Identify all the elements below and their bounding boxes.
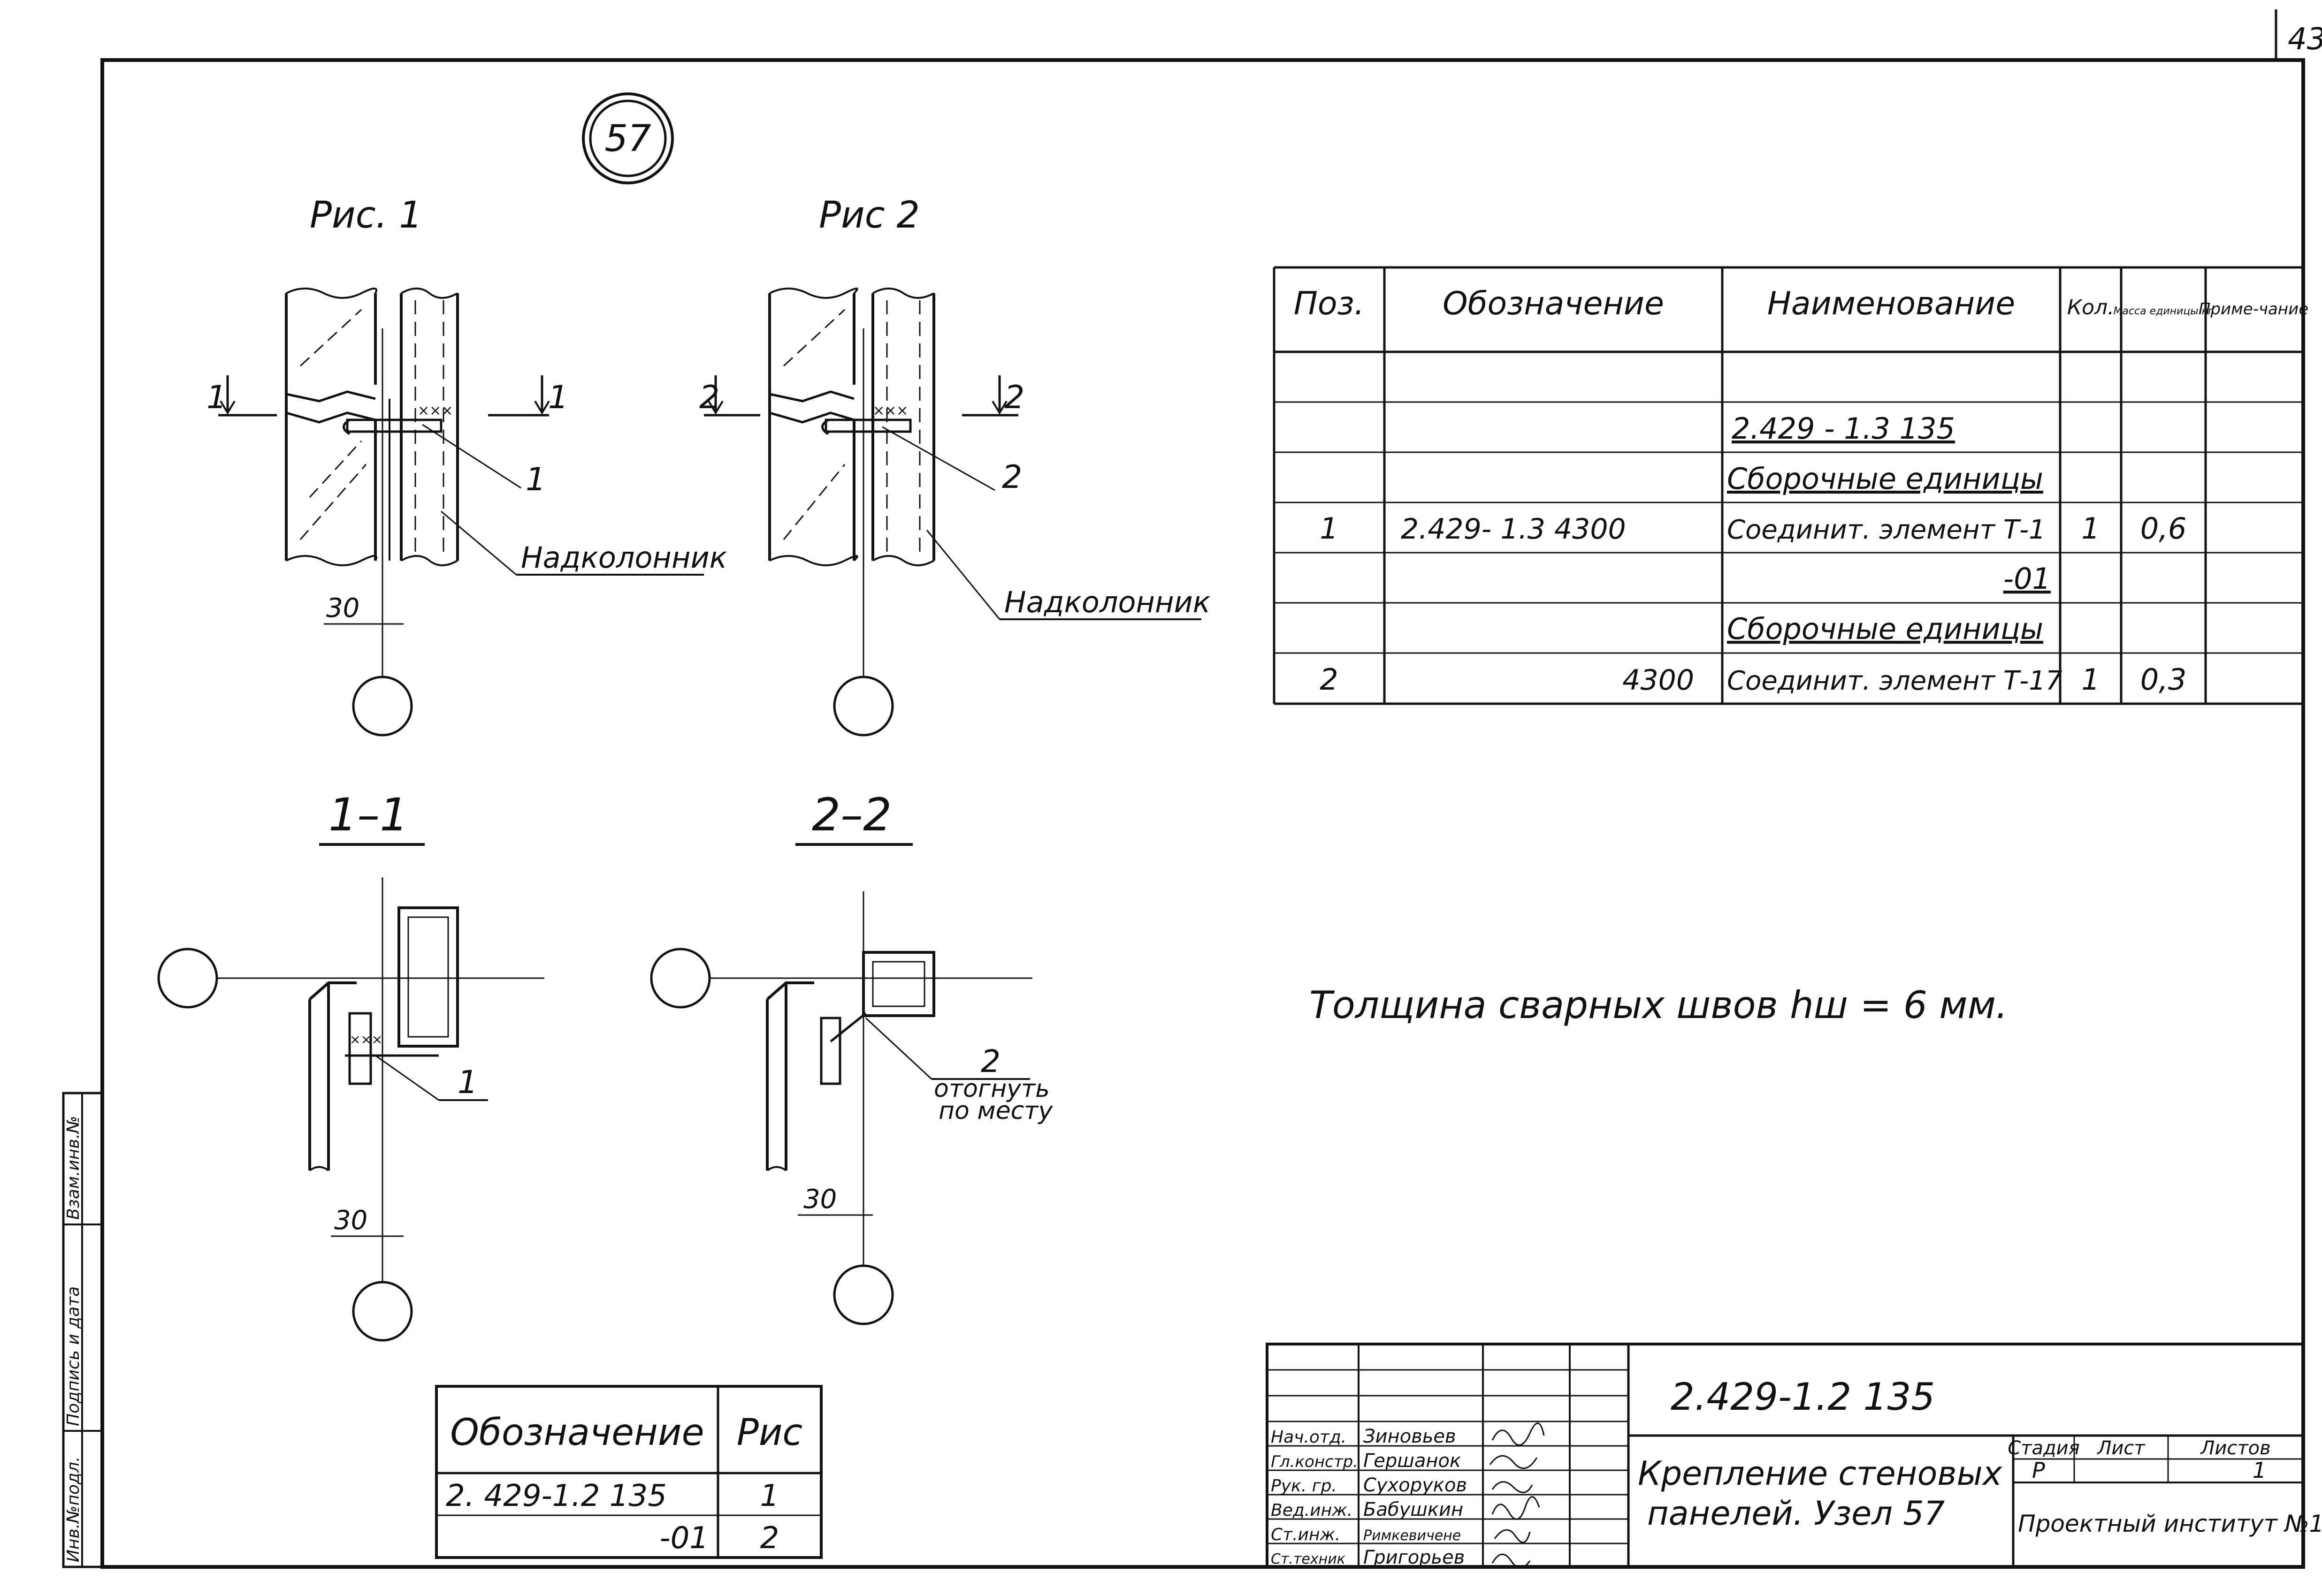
fig1-cut-marker-left: 1 bbox=[206, 379, 227, 416]
spec-row7-qty: 1 bbox=[2081, 662, 2100, 697]
title-sheets-total: 1 bbox=[2253, 1458, 2266, 1483]
spec-row7-pos: 2 bbox=[1320, 662, 1338, 697]
fig1-dim-30: 30 bbox=[326, 593, 359, 623]
title-stage-header: Стадия bbox=[2008, 1437, 2079, 1459]
fig1-part-label: Надколонник bbox=[521, 540, 727, 575]
variant-row2-designation: -01 bbox=[659, 1521, 709, 1556]
staff-name-3: Сухоруков bbox=[1363, 1474, 1467, 1496]
staff-role-2: Гл.констр. bbox=[1271, 1452, 1358, 1471]
spec-row4-designation: 2.429- 1.3 4300 bbox=[1401, 513, 1626, 546]
fig2-leader-label: 2 bbox=[1002, 459, 1022, 496]
variant-row2-fig: 2 bbox=[760, 1521, 779, 1556]
title-organization: Проектный институт №1 bbox=[2018, 1510, 2322, 1537]
spec-row7-mass: 0,3 bbox=[2140, 662, 2187, 697]
fig2-cut-marker-right: 2 bbox=[1004, 379, 1024, 416]
section-1-1-title: 1–1 bbox=[328, 789, 408, 841]
staff-name-4: Бабушкин bbox=[1363, 1499, 1463, 1520]
figure-1: Рис. 1 ××× 30 1 1 bbox=[206, 194, 727, 737]
title-block: Нач.отд. Зиновьев Гл.констр. Гершанок Ру… bbox=[1266, 1343, 2322, 1569]
sec11-axis-bubble-left bbox=[157, 948, 218, 1009]
title-sheets-header: Листов bbox=[2200, 1437, 2270, 1459]
fig1-axis-bubble bbox=[352, 676, 413, 737]
figure-2-title: Рис 2 bbox=[819, 194, 920, 236]
side-stamp-replace: Взам.инв.№ bbox=[64, 1116, 83, 1220]
node-number-badge: 57 bbox=[582, 92, 674, 184]
title-stage: Р bbox=[2032, 1458, 2045, 1483]
spec-header-name: Наименование bbox=[1767, 285, 2015, 322]
spec-row7-name: Соединит. элемент Т-17 bbox=[1727, 666, 2062, 696]
spec-row2-name: 2.429 - 1.3 135 bbox=[1732, 411, 1955, 446]
spec-row4-qty: 1 bbox=[2081, 511, 2100, 546]
title-doc-code: 2.429-1.2 135 bbox=[1671, 1375, 1935, 1419]
fig2-cut-marker-left: 2 bbox=[699, 379, 719, 416]
fig1-weld-mark: ××× bbox=[418, 403, 453, 419]
spec-header-pos: Поз. bbox=[1294, 285, 1365, 322]
side-stamp-sign: Подпись и дата bbox=[64, 1286, 83, 1426]
variant-row1-fig: 1 bbox=[760, 1479, 779, 1513]
node-number: 57 bbox=[604, 118, 651, 160]
variant-header-fig: Рис bbox=[737, 1412, 803, 1454]
staff-role-1: Нач.отд. bbox=[1271, 1428, 1346, 1447]
variant-row1-designation: 2. 429-1.2 135 bbox=[446, 1479, 667, 1513]
weld-thickness-note: Толщина сварных швов hш = 6 мм. bbox=[1309, 983, 2008, 1027]
fig1-leader-label: 1 bbox=[526, 461, 546, 498]
side-stamp: Инв.№подл. Подпись и дата Взам.инв.№ bbox=[62, 1092, 104, 1568]
staff-name-2: Гершанок bbox=[1363, 1450, 1461, 1472]
section-1-1: 1–1 ××× 1 30 bbox=[157, 789, 544, 1342]
title-line-1: Крепление стеновых bbox=[1638, 1454, 2002, 1493]
section-2-2-title: 2–2 bbox=[812, 789, 892, 841]
fig2-axis-bubble bbox=[833, 676, 894, 737]
staff-role-3: Рук. гр. bbox=[1271, 1476, 1337, 1496]
sec22-note-line2: по месту bbox=[939, 1097, 1053, 1125]
sheet-frame bbox=[100, 58, 2305, 1569]
side-stamp-inv: Инв.№подл. bbox=[64, 1457, 83, 1562]
figure-1-title: Рис. 1 bbox=[310, 194, 422, 236]
title-sheet-header: Лист bbox=[2096, 1437, 2146, 1459]
sec22-axis-bubble-bottom bbox=[833, 1264, 894, 1325]
sec11-dim-30: 30 bbox=[334, 1205, 367, 1236]
sec22-axis-bubble-left bbox=[650, 948, 711, 1009]
spec-row4-mass: 0,6 bbox=[2140, 511, 2187, 546]
sec11-leader-label: 1 bbox=[458, 1064, 478, 1101]
staff-role-5: Ст.инж. bbox=[1271, 1525, 1340, 1544]
sec22-dim-30: 30 bbox=[803, 1184, 837, 1215]
spec-header-note: Приме-чание bbox=[2199, 300, 2308, 319]
figure-2: Рис 2 ××× 2 2 2 Надколонник bbox=[699, 194, 1211, 737]
staff-name-1: Зиновьев bbox=[1363, 1426, 1456, 1447]
sec11-weld-mark: ××× bbox=[350, 1032, 382, 1047]
sec11-axis-bubble-bottom bbox=[352, 1281, 413, 1342]
variant-table: Обозначение Рис 2. 429-1.2 135 1 -01 2 bbox=[435, 1385, 823, 1559]
sec22-leader-label: 2 bbox=[981, 1043, 1001, 1079]
fig2-part-label: Надколонник bbox=[1004, 585, 1211, 619]
staff-name-6: Григорьев bbox=[1363, 1547, 1465, 1568]
spec-row7-designation: 4300 bbox=[1622, 664, 1694, 697]
spec-row6-name: Сборочные единицы bbox=[1727, 612, 2043, 646]
variant-header-designation: Обозначение bbox=[450, 1412, 704, 1454]
staff-name-5: Римкевичене bbox=[1363, 1528, 1461, 1544]
spec-row3-name: Сборочные единицы bbox=[1727, 462, 2043, 496]
section-2-2: 2–2 2 отогнуть по месту 30 bbox=[650, 789, 1053, 1325]
staff-role-6: Ст.техник bbox=[1271, 1551, 1345, 1567]
spec-header-designation: Обозначение bbox=[1443, 285, 1664, 322]
page-number: 43 bbox=[2288, 22, 2322, 57]
spec-header-mass: Масса единицы кг bbox=[2113, 305, 2213, 317]
staff-role-4: Вед.инж. bbox=[1271, 1501, 1352, 1520]
spec-table: Поз. Обозначение Наименование Кол. Масса… bbox=[1273, 266, 2308, 705]
title-line-2: панелей. Узел 57 bbox=[1647, 1494, 1945, 1533]
fig2-weld-mark: ××× bbox=[873, 403, 908, 419]
fig1-cut-marker-right: 1 bbox=[548, 379, 568, 416]
spec-row4-name: Соединит. элемент Т-1 bbox=[1727, 515, 2046, 545]
spec-row5-name: -01 bbox=[2003, 562, 2051, 596]
spec-row4-pos: 1 bbox=[1320, 511, 1338, 546]
spec-header-qty: Кол. bbox=[2067, 296, 2114, 319]
sec22-note-line1: отогнуть bbox=[934, 1075, 1050, 1103]
